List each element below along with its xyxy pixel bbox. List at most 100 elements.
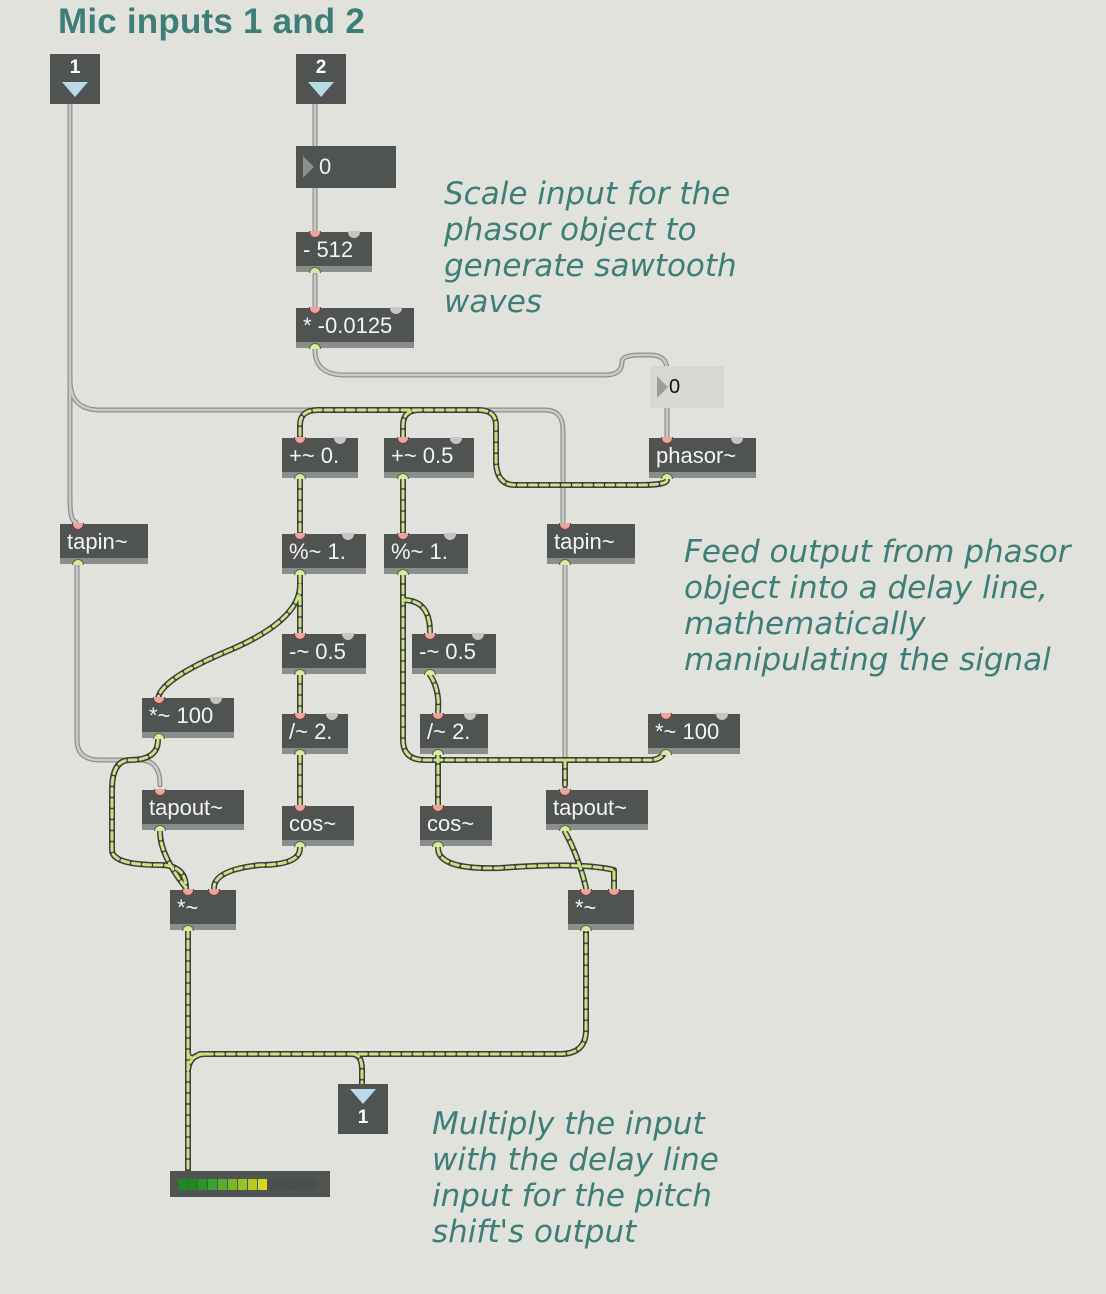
- outlet-1-label: 1: [357, 1107, 369, 1128]
- object-label: tapout~: [553, 795, 628, 820]
- object-subtract-a[interactable]: -~ 0.5: [282, 633, 366, 675]
- object-label: phasor~: [656, 443, 737, 468]
- inlet-port[interactable]: [342, 533, 354, 540]
- object-multiply-100-b[interactable]: *~ 100: [648, 713, 740, 755]
- meter-segment: [238, 1179, 247, 1190]
- outlet-port[interactable]: [559, 825, 571, 831]
- meter-segment: [248, 1179, 257, 1190]
- object-label: *~: [575, 895, 597, 920]
- outlet-port[interactable]: [294, 569, 306, 575]
- comment-multiply: Multiply the input with the delay line i…: [432, 1106, 719, 1250]
- object-plus-05[interactable]: +~ 0.5: [384, 437, 474, 479]
- meter-segment: [278, 1179, 287, 1190]
- object-divide-b[interactable]: /~ 2.: [420, 713, 488, 755]
- outlet-port[interactable]: [424, 669, 436, 675]
- meter-segment: [188, 1179, 197, 1190]
- meter-segment: [258, 1179, 267, 1190]
- object-multiply-100-a[interactable]: *~ 100: [142, 697, 234, 739]
- outlet-port[interactable]: [309, 343, 321, 349]
- comment-feed: Feed output from phasor object into a de…: [684, 534, 1071, 678]
- object-label: - 512: [303, 237, 354, 262]
- inlet-port[interactable]: [464, 713, 476, 720]
- meter-segment: [198, 1179, 207, 1190]
- meter-segment: [228, 1179, 237, 1190]
- object-label: /~ 2.: [289, 719, 333, 744]
- inlet-port[interactable]: [342, 633, 354, 640]
- object-label: tapout~: [149, 795, 224, 820]
- outlet-port[interactable]: [294, 841, 306, 847]
- number-box-phasor-freq[interactable]: 0: [650, 366, 724, 408]
- outlet-arrow-icon: [350, 1089, 376, 1104]
- outlet-port[interactable]: [432, 841, 444, 847]
- object-tapin-left[interactable]: tapin~: [60, 523, 148, 565]
- object-label: *~ 100: [149, 703, 214, 728]
- number-box-offset[interactable]: 0: [296, 146, 396, 188]
- inlet-port[interactable]: [210, 697, 222, 704]
- outlet-port[interactable]: [432, 749, 444, 755]
- object-label: tapin~: [554, 529, 615, 554]
- object-multiply-signal-a[interactable]: *~: [170, 889, 236, 931]
- outlet-port[interactable]: [397, 473, 409, 479]
- level-meter: [170, 1171, 330, 1197]
- outlet-port[interactable]: [72, 559, 84, 565]
- object-multiply-signal-b[interactable]: *~: [568, 889, 634, 931]
- object-label: *~: [177, 895, 199, 920]
- inlet-2[interactable]: 2: [296, 54, 346, 104]
- inlet-port[interactable]: [348, 231, 360, 238]
- object-label: /~ 2.: [427, 719, 471, 744]
- outlet-port[interactable]: [153, 733, 165, 739]
- outlet-port[interactable]: [182, 925, 194, 931]
- number-value: 0: [319, 154, 332, 179]
- object-multiply-scale[interactable]: * -0.0125: [296, 307, 414, 349]
- meter-segment: [298, 1179, 307, 1190]
- object-label: tapin~: [67, 529, 128, 554]
- object-modulo-a[interactable]: %~ 1.: [282, 533, 366, 575]
- outlet-port[interactable]: [580, 925, 592, 931]
- object-tapin-right[interactable]: tapin~: [547, 523, 635, 565]
- inlet-port[interactable]: [444, 533, 456, 540]
- meter-segment: [178, 1179, 187, 1190]
- inlet-port[interactable]: [450, 437, 462, 444]
- outlet-port[interactable]: [154, 825, 166, 831]
- inlet-port[interactable]: [716, 713, 728, 720]
- meter-segment: [288, 1179, 297, 1190]
- outlet-port[interactable]: [661, 473, 673, 479]
- inlet-port[interactable]: [472, 633, 484, 640]
- object-plus-0[interactable]: +~ 0.: [282, 437, 358, 479]
- inlet-port[interactable]: [608, 889, 620, 896]
- object-label: *~ 100: [655, 719, 720, 744]
- meter-segment: [218, 1179, 227, 1190]
- meter-segment: [268, 1179, 277, 1190]
- inlet-port[interactable]: [326, 713, 338, 720]
- inlet-port[interactable]: [208, 889, 220, 896]
- outlet-port[interactable]: [294, 669, 306, 675]
- object-label: %~ 1.: [289, 539, 346, 564]
- object-cosine-a[interactable]: cos~: [282, 805, 354, 847]
- object-divide-a[interactable]: /~ 2.: [282, 713, 348, 755]
- object-minus-512[interactable]: - 512: [296, 231, 372, 273]
- object-tapout-left[interactable]: tapout~: [142, 789, 244, 831]
- inlet-port[interactable]: [390, 307, 402, 314]
- object-tapout-right[interactable]: tapout~: [546, 789, 648, 831]
- outlet-port[interactable]: [294, 749, 306, 755]
- object-label: * -0.0125: [303, 313, 393, 338]
- outlet-port[interactable]: [309, 267, 321, 273]
- inlet-arrow-icon: [308, 82, 334, 97]
- object-label: cos~: [427, 811, 475, 836]
- object-label: +~ 0.5: [391, 443, 454, 468]
- object-modulo-b[interactable]: %~ 1.: [384, 533, 468, 575]
- outlet-1[interactable]: 1: [338, 1084, 388, 1134]
- outlet-port[interactable]: [397, 569, 409, 575]
- page-title: Mic inputs 1 and 2: [58, 2, 365, 41]
- outlet-port[interactable]: [660, 749, 672, 755]
- inlet-1[interactable]: 1: [50, 54, 100, 104]
- outlet-port[interactable]: [294, 473, 306, 479]
- inlet-port[interactable]: [731, 437, 743, 444]
- object-phasor[interactable]: phasor~: [649, 437, 756, 479]
- inlet-port[interactable]: [334, 437, 346, 444]
- object-label: %~ 1.: [391, 539, 448, 564]
- outlet-port[interactable]: [559, 559, 571, 565]
- object-cosine-b[interactable]: cos~: [420, 805, 492, 847]
- object-subtract-b[interactable]: -~ 0.5: [412, 633, 496, 675]
